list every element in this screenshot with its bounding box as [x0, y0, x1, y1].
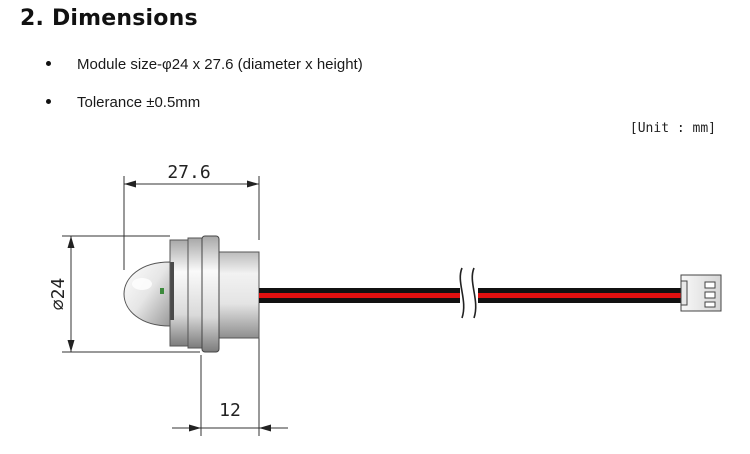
sensor-led: [160, 288, 164, 294]
diameter-symbol-icon: ⌀: [48, 299, 69, 310]
wire-black: [478, 288, 682, 293]
sensor-nut: [201, 235, 220, 353]
break-mark-icon: [459, 267, 465, 319]
wire-black: [259, 298, 460, 303]
connector-pin-slot: [704, 291, 716, 299]
arrow-left-icon: [124, 180, 136, 188]
section-title: Dimensions: [51, 6, 198, 31]
sensor-flange: [187, 237, 203, 349]
wire-black: [259, 288, 460, 293]
arrow-down-icon: [67, 340, 75, 352]
dim-diameter-value: 24: [48, 278, 69, 300]
connector: [680, 274, 722, 312]
bullet-text: Tolerance ±0.5mm: [77, 94, 201, 111]
bullet-dot-icon: [46, 98, 51, 104]
lens-highlight: [132, 278, 152, 290]
bullet-module-size: Module size-φ24 x 27.6 (diameter x heigh…: [46, 56, 363, 73]
break-mark-icon: [471, 267, 477, 319]
wire-red: [478, 293, 682, 298]
sensor-body: [214, 251, 260, 339]
wire-black: [478, 298, 682, 303]
arrow-right-icon: [247, 180, 259, 188]
bullet-tolerance: Tolerance ±0.5mm: [46, 94, 200, 111]
dim-height-group: 27.6: [123, 162, 260, 270]
arrow-right-icon: [189, 424, 201, 432]
dim-diameter-label: ⌀24: [48, 278, 69, 311]
section-number: 2.: [20, 6, 45, 31]
arrow-up-icon: [67, 236, 75, 248]
dim-height-label: 27.6: [167, 162, 210, 183]
connector-pin-slot: [704, 301, 716, 308]
connector-latch: [680, 280, 688, 306]
sensor-module: [123, 235, 260, 353]
dim-small-label: 12: [219, 400, 241, 421]
section-heading: 2. Dimensions: [20, 6, 198, 31]
dim-small-group: 12: [172, 330, 288, 436]
sensor-dome-lens: [123, 261, 171, 327]
wire-red: [259, 293, 460, 298]
cable: [259, 267, 682, 319]
arrow-left-icon: [259, 424, 271, 432]
connector-pin-slot: [704, 281, 716, 289]
unit-note: [Unit : mm]: [629, 121, 716, 136]
dim-diameter-group: ⌀24: [48, 235, 200, 353]
bullet-text: Module size-φ24 x 27.6 (diameter x heigh…: [77, 56, 363, 73]
bullet-dot-icon: [46, 60, 51, 66]
